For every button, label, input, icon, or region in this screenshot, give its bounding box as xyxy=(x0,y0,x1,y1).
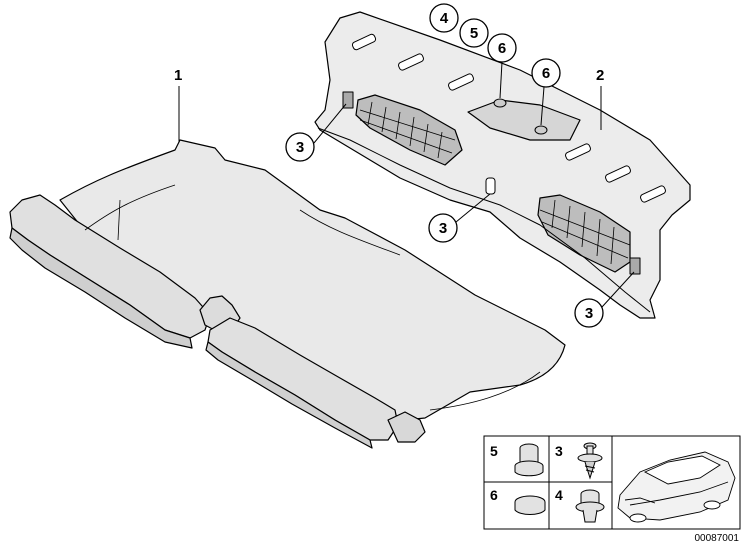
callout-3-left-label: 3 xyxy=(296,139,304,156)
rear-panel-part xyxy=(314,11,691,319)
cover-roller-left-shade xyxy=(9,227,193,349)
legend-cell-3: 3 xyxy=(555,442,603,480)
legend-cell-6: 6 xyxy=(490,487,546,515)
callout-6b-top-label: 6 xyxy=(542,65,550,82)
panel-clip-left xyxy=(342,91,354,109)
callout-3-middle: 3 xyxy=(428,193,491,243)
vehicle-thumbnail xyxy=(617,451,736,523)
legend-5-label: 5 xyxy=(490,443,498,459)
legend-cell-4: 4 xyxy=(555,487,605,523)
callout-3-middle-circle xyxy=(428,213,458,243)
callout-3-middle-leader xyxy=(455,193,491,223)
callout-3-right-circle xyxy=(574,298,604,328)
legend-6-label: 6 xyxy=(490,487,498,503)
callout-3-right: 3 xyxy=(574,271,635,328)
callout-5-top-circle xyxy=(459,18,489,48)
diagram-code: 00087001 xyxy=(695,533,740,544)
callout-3-left-leader xyxy=(313,103,347,144)
callout-5-top: 5 xyxy=(459,18,489,48)
panel-grille-left-bars xyxy=(359,101,456,159)
luggage-cover-part xyxy=(9,139,566,449)
callout-3-right-leader xyxy=(601,271,635,308)
callout-3-left: 3 xyxy=(285,103,347,162)
callout-1: 1 xyxy=(174,67,182,142)
panel-hole-6b xyxy=(534,125,548,135)
expansion-clip-icon xyxy=(575,489,605,523)
legend-cell-5: 5 xyxy=(490,443,544,477)
callout-1-label: 1 xyxy=(174,67,182,84)
callout-6b-leader xyxy=(540,86,545,126)
callout-6b-top: 6 xyxy=(531,58,561,126)
callout-4-top-circle xyxy=(429,3,459,33)
cover-roller-right-shade xyxy=(205,341,373,449)
callout-3-middle-label: 3 xyxy=(439,220,447,237)
callout-6a-leader xyxy=(499,61,503,99)
panel-top-slots xyxy=(351,33,666,203)
panel-grille-right-bars xyxy=(539,199,631,265)
callout-5-top-label: 5 xyxy=(470,25,478,42)
panel-lower-lip xyxy=(317,127,651,313)
panel-center-hump xyxy=(467,99,581,141)
grommet-icon xyxy=(514,443,544,477)
panel-hole-6a xyxy=(493,98,507,108)
callout-2-label: 2 xyxy=(596,67,604,84)
callout-6a-top: 6 xyxy=(487,33,517,99)
panel-clip-middle xyxy=(485,177,496,195)
panel-grille-right xyxy=(537,194,631,273)
panel-clip-right xyxy=(629,257,641,275)
cover-fold-lines xyxy=(84,184,541,411)
cover-end-cap xyxy=(387,411,426,443)
callout-6a-top-label: 6 xyxy=(498,40,506,57)
callout-3-right-label: 3 xyxy=(585,305,593,322)
callout-6b-top-circle xyxy=(531,58,561,88)
callout-3-left-circle xyxy=(285,132,315,162)
legend-4-label: 4 xyxy=(555,487,563,503)
callout-4-top-label: 4 xyxy=(440,10,449,27)
cap-icon xyxy=(514,495,546,515)
callout-2: 2 xyxy=(596,67,604,130)
callout-4-top: 4 xyxy=(429,3,459,33)
screw-clip-icon xyxy=(577,442,603,480)
legend-3-label: 3 xyxy=(555,443,563,459)
